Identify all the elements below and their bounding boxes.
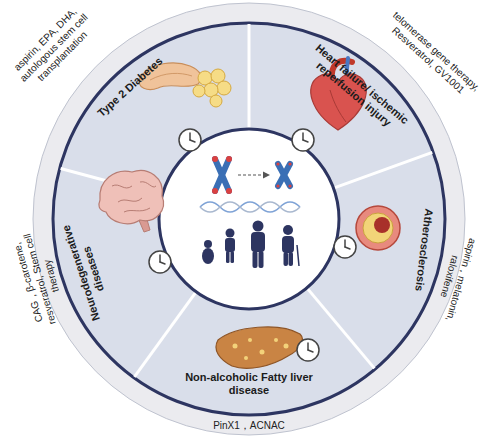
clock-icon [149, 251, 171, 273]
treatment-label: PinX1，ACNAC [189, 420, 309, 432]
adult-leg [253, 251, 258, 268]
chromosome-short [276, 162, 291, 187]
clock-hand [189, 133, 191, 140]
artery-lumen [374, 217, 390, 233]
clock-hand [159, 255, 161, 262]
child-body [225, 238, 235, 252]
clock-hand [307, 343, 309, 350]
clock-hand [344, 240, 346, 247]
telomere [288, 162, 291, 165]
pancreas-duct [150, 73, 192, 80]
brain-folds [112, 182, 156, 212]
fat-droplets [233, 338, 289, 360]
sector-divider [134, 292, 196, 377]
telomere [212, 188, 218, 194]
clock-icon [292, 129, 314, 151]
sector-divider [248, 24, 251, 129]
fat-droplet [248, 338, 252, 342]
baby-head [204, 240, 212, 248]
dna-backbone [200, 202, 300, 212]
clock-icon [179, 129, 201, 151]
elder-head [283, 225, 293, 235]
telomere [226, 188, 232, 194]
clock-hand [345, 247, 350, 249]
disease-ring [53, 23, 445, 415]
dna-backbone [200, 202, 300, 212]
fat-droplet [244, 356, 248, 360]
clock-hand [190, 140, 195, 142]
telomere [212, 156, 218, 162]
heart-groove [330, 90, 346, 122]
clock-face [149, 251, 171, 273]
sector-dividers [61, 24, 433, 377]
baby-body [202, 248, 214, 264]
telomere [276, 162, 279, 165]
clock-face [297, 339, 319, 361]
disease-name: Non-alcoholic Fatty liver disease [184, 371, 314, 396]
liver-shape [216, 327, 302, 368]
clock-hand [302, 133, 304, 140]
disease-sector: Non-alcoholic Fatty liver disease [184, 371, 314, 396]
adult-body [251, 232, 265, 252]
chromatid [215, 159, 229, 191]
telomere [288, 184, 291, 187]
fat-droplet [233, 344, 238, 349]
chromatid [278, 164, 290, 186]
fat-droplet [260, 350, 265, 355]
sector-divider [334, 152, 433, 188]
elder-body [282, 236, 294, 253]
child-leg [231, 251, 235, 263]
telomere [276, 184, 279, 187]
clock-hand [303, 140, 308, 142]
fat-cell [217, 81, 231, 95]
adult-head [253, 221, 264, 232]
brain-icon [99, 170, 164, 232]
plaque [363, 213, 393, 243]
inner-circle [159, 129, 339, 309]
artery-wall [356, 206, 400, 250]
dna-strand [200, 202, 300, 212]
walking-cane [297, 245, 299, 266]
fat-droplet [274, 338, 278, 342]
child-head [226, 229, 235, 238]
clock-icon [334, 236, 356, 258]
elder-leg [289, 252, 294, 266]
clock-icon [297, 339, 319, 361]
telomere [226, 156, 232, 162]
clock-hand [308, 350, 313, 352]
fat-droplet [284, 344, 289, 349]
adult-leg [259, 251, 264, 268]
clock-face [179, 129, 201, 151]
clock-icons [149, 129, 356, 361]
clock-face [292, 129, 314, 151]
outer-ring [33, 3, 465, 435]
dashed-arrow [238, 172, 270, 179]
elder-leg [284, 252, 289, 266]
clock-face [334, 236, 356, 258]
arrow-head [263, 172, 270, 179]
fat-cell [210, 95, 222, 107]
life-stages [202, 221, 299, 269]
fat-cells-icon [193, 69, 231, 107]
liver-icon [216, 327, 302, 368]
artery-icon [356, 206, 400, 250]
chromatid [215, 159, 229, 191]
chromatid [278, 164, 290, 186]
clock-hand [160, 262, 165, 264]
child-leg [226, 251, 230, 263]
fat-cell [193, 85, 205, 97]
dashed-line [238, 174, 264, 175]
chromosome-long [212, 156, 232, 194]
brain-shape [99, 170, 164, 223]
